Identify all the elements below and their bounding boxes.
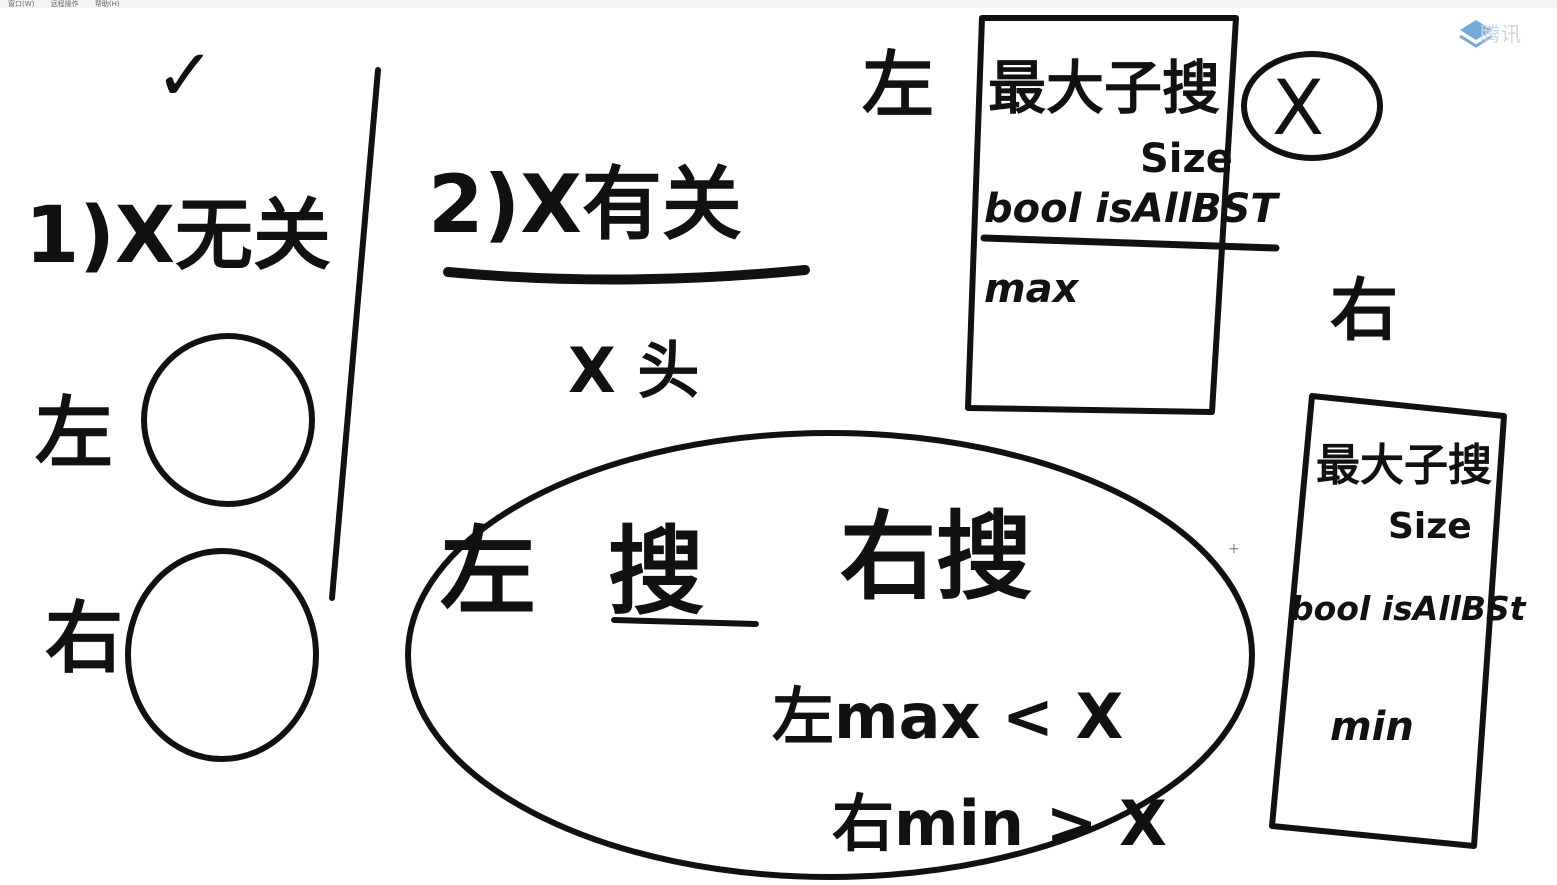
menu-help[interactable]: 帮助(H) <box>94 0 120 8</box>
right-box-line4: min <box>1330 704 1414 750</box>
case2-underline <box>443 265 810 285</box>
case1-label: 1)X无关 <box>25 191 331 281</box>
cross-mark: X <box>1272 63 1324 152</box>
ellipse-right-search: 右搜 <box>840 501 1032 613</box>
right1-label: 右 <box>45 594 123 684</box>
right-circle <box>125 548 319 762</box>
menu-bar: 窗口(W) 远程操作 帮助(H) <box>0 0 1557 8</box>
left-box-line4: max <box>984 266 1080 312</box>
search-underline <box>611 617 759 627</box>
left-box-line1: 最大子搜 <box>988 54 1220 122</box>
left-box-divider <box>980 234 1280 252</box>
right-info-box <box>1269 393 1507 849</box>
right-box-line1: 最大子搜 <box>1316 440 1492 491</box>
ellipse-left-max: 左max < X <box>772 680 1123 753</box>
right-box-label: 右 <box>1330 272 1398 351</box>
x-head-label: X 头 <box>568 334 699 407</box>
check-mark: ✓ <box>155 33 215 117</box>
right-box-line3: bool isAllBSt <box>1290 589 1527 628</box>
left1-label: 左 <box>35 389 113 479</box>
menu-window[interactable]: 窗口(W) <box>8 0 35 8</box>
ellipse-search: 搜 <box>608 516 704 628</box>
cross-circle <box>1241 51 1383 161</box>
divider-line <box>329 67 381 601</box>
left-info-box <box>965 15 1239 415</box>
case2-label: 2)X有关 <box>428 158 742 251</box>
left-box-label: 左 <box>862 43 934 127</box>
ellipse-right-min: 右min > X <box>832 787 1167 860</box>
watermark-text: 腾讯 <box>1480 22 1522 46</box>
left-box-line2: Size <box>1140 136 1233 182</box>
app-logo-icon <box>1456 8 1546 58</box>
condition-ellipse <box>405 430 1255 880</box>
left-box-line3: bool isAllBST <box>984 186 1280 232</box>
crosshair-cursor-icon: + <box>1228 541 1240 557</box>
right-box-line2: Size <box>1388 506 1472 547</box>
ellipse-left: 左 <box>440 516 536 628</box>
left-circle <box>141 333 315 507</box>
menu-remote[interactable]: 远程操作 <box>50 0 79 8</box>
